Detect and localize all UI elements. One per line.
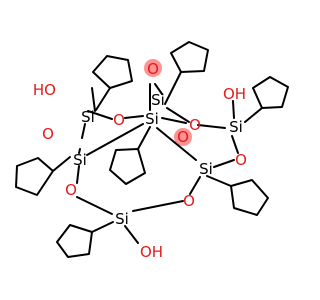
cyclopentyl-ring xyxy=(170,41,209,73)
silicon-atom: Si xyxy=(73,151,87,169)
cyclopentyl-ring xyxy=(109,148,146,185)
bond xyxy=(137,126,151,150)
hydroxyl-label: OH xyxy=(223,85,246,103)
cyclopentyl-ring xyxy=(15,157,54,196)
bond xyxy=(197,124,226,129)
oxygen-atom: O xyxy=(113,111,125,129)
bond xyxy=(244,107,263,123)
bond xyxy=(76,165,80,184)
silicon-atom: Si xyxy=(199,160,213,178)
silicon-atom: Si xyxy=(81,108,95,126)
silicon-atom: Si xyxy=(115,210,129,228)
oxygen-atom: O xyxy=(189,116,201,134)
bond xyxy=(95,87,111,111)
cyclopentyl-ring xyxy=(252,76,289,109)
bond xyxy=(91,221,114,233)
oxygen-atoms: O O O O O O O O xyxy=(42,60,247,210)
oxygen-atom: O xyxy=(183,192,195,210)
hydroxyl-groups: HO OH OH xyxy=(33,81,246,261)
molecule-structure: Si Si Si Si Si Si Si O O O O O O O O HO … xyxy=(15,41,289,261)
bond xyxy=(161,117,187,124)
siloxane-bonds xyxy=(76,83,239,244)
oxygen-atom: O xyxy=(42,125,54,143)
silicon-atom: Si xyxy=(151,91,165,109)
silicon-atoms: Si Si Si Si Si Si Si xyxy=(73,91,243,228)
bond xyxy=(166,107,190,123)
oxygen-atom: O xyxy=(65,181,77,199)
bond xyxy=(206,175,232,187)
bond xyxy=(78,148,81,154)
cyclopentyl-ring xyxy=(56,224,93,258)
bond xyxy=(87,110,113,120)
hydroxyl-label: OH xyxy=(140,243,163,261)
cyclopentyl-rings xyxy=(15,41,289,258)
hydroxyl-label: HO xyxy=(33,81,56,99)
oxygen-atom: O xyxy=(177,128,189,146)
highlight-oxygen-center xyxy=(174,128,192,146)
silicon-atom: Si xyxy=(145,110,159,128)
cyclopentyl-ring xyxy=(230,179,269,216)
bond xyxy=(213,159,235,168)
bond xyxy=(189,176,201,195)
substituent-bonds xyxy=(52,71,263,233)
oxygen-atom: O xyxy=(147,60,159,78)
bond xyxy=(164,71,182,105)
bond xyxy=(154,83,163,95)
bond xyxy=(91,87,96,112)
bond xyxy=(156,127,197,161)
bond xyxy=(52,156,71,172)
cyclopentyl-ring xyxy=(92,55,133,89)
bond xyxy=(76,196,113,215)
bond xyxy=(124,225,139,244)
bond xyxy=(132,200,184,212)
silicon-atom: Si xyxy=(229,118,243,136)
bond xyxy=(231,135,239,154)
oxygen-atom: O xyxy=(235,151,247,169)
molecule-canvas: Si Si Si Si Si Si Si O O O O O O O O HO … xyxy=(15,41,289,261)
bond xyxy=(81,123,86,139)
bond xyxy=(86,123,144,156)
bond xyxy=(124,115,144,119)
bond xyxy=(232,100,235,119)
highlight-oxygen-top xyxy=(144,59,162,77)
